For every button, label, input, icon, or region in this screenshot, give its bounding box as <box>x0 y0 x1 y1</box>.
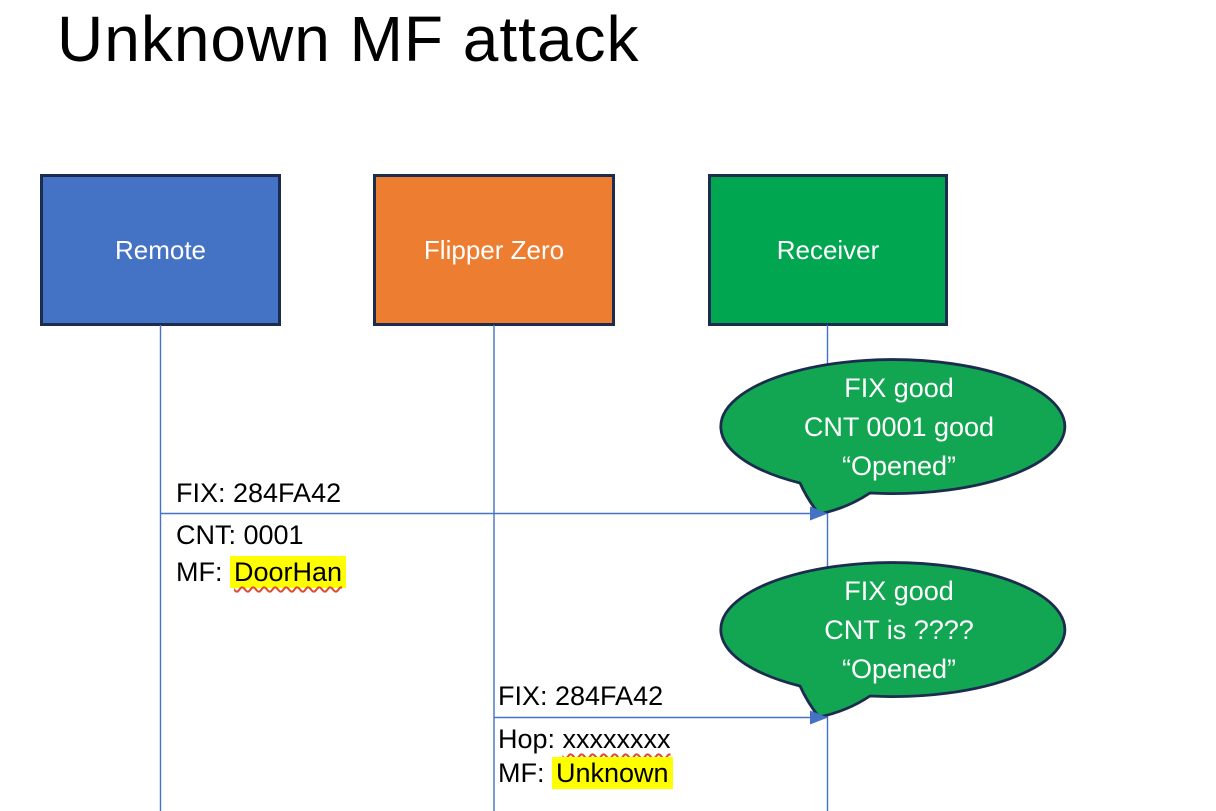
message-1-cnt-label: CNT: 0001 <box>176 520 304 550</box>
message-1-mf-value-highlighted: DoorHan <box>230 556 347 588</box>
actor-label-flipper-zero: Flipper Zero <box>423 234 565 265</box>
message-arrow-2-head <box>810 710 828 725</box>
actor-label-receiver: Receiver <box>776 234 880 265</box>
actor-label-remote: Remote <box>114 234 207 265</box>
callout-2-line-3: “Opened” <box>841 654 957 684</box>
actor-box-remote: Remote <box>40 174 281 326</box>
callout-2-line-1: FIX good <box>844 576 954 606</box>
message-2-row-hop: Hop: xxxxxxxx <box>498 724 671 755</box>
callout-2-text: FIX good CNT is ???? “Opened” <box>727 572 1071 689</box>
message-2-row-fix: FIX: 284FA42 <box>498 681 663 712</box>
actor-box-flipper-zero: Flipper Zero <box>373 174 615 326</box>
message-2-fix-label: FIX: 284FA42 <box>498 681 664 711</box>
message-2-hop-label: Hop: <box>498 724 563 754</box>
actor-box-receiver: Receiver <box>708 174 948 326</box>
callout-1-text: FIX good CNT 0001 good “Opened” <box>727 369 1071 486</box>
callout-1-line-3: “Opened” <box>841 451 957 481</box>
callout-1-line-2: CNT 0001 good <box>803 412 995 442</box>
message-1-mf-label: MF: <box>176 557 230 587</box>
message-2-mf-label: MF: <box>498 758 552 788</box>
message-2-mf-value-highlighted: Unknown <box>552 757 673 789</box>
message-2-row-mf: MF: Unknown <box>498 757 673 789</box>
message-arrow-1-head <box>810 506 828 521</box>
message-1-fix-label: FIX: 284FA42 <box>176 478 342 508</box>
message-1-row-mf: MF: DoorHan <box>176 556 347 588</box>
callout-1-line-1: FIX good <box>844 373 954 403</box>
callout-2-line-2: CNT is ???? <box>824 615 974 645</box>
message-1-row-cnt: CNT: 0001 <box>176 520 304 551</box>
slide-title: Unknown MF attack <box>57 3 640 75</box>
message-1-row-fix: FIX: 284FA42 <box>176 478 341 509</box>
message-2-hop-value: xxxxxxxx <box>562 724 671 754</box>
